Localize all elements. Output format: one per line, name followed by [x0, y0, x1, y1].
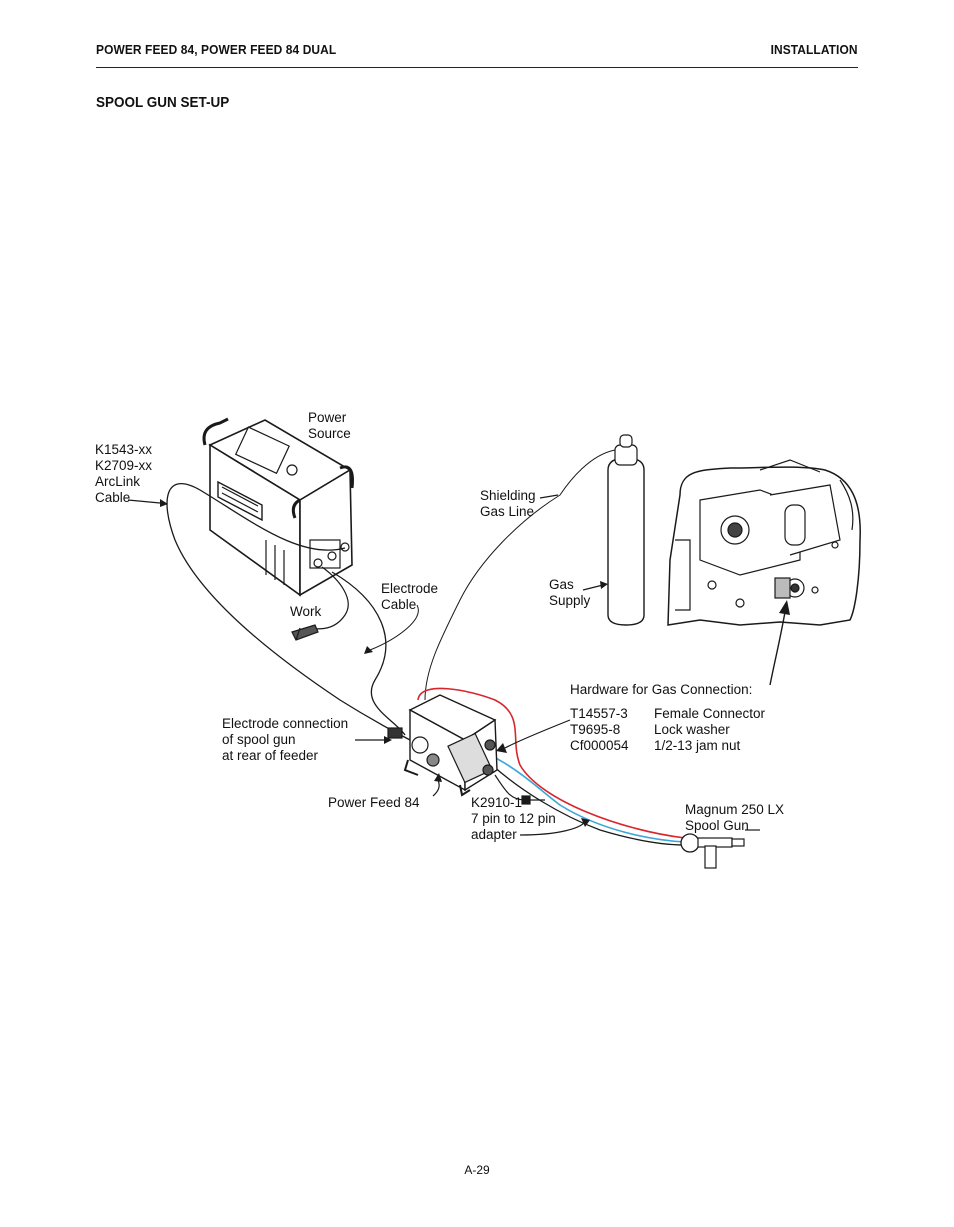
blue-cable — [489, 754, 686, 843]
label-spool-gun: Magnum 250 LX Spool Gun — [685, 802, 785, 833]
hardware-part-numbers: T14557-3 T9695-8 Cf000054 — [570, 706, 629, 753]
label-work: Work — [290, 604, 322, 619]
label-adapter: K2910-1 7 pin to 12 pin adapter — [471, 795, 556, 842]
hardware-part-descriptions: Female Connector Lock washer 1/2-13 jam … — [654, 706, 766, 753]
label-electrode-connection: Electrode connection of spool gun at rea… — [222, 716, 349, 763]
section-title: SPOOL GUN SET-UP — [96, 94, 230, 111]
shielding-gas-line — [424, 449, 616, 701]
page-number: A-29 — [464, 1163, 490, 1177]
work-cable — [307, 566, 349, 630]
electrode-cable — [331, 571, 406, 736]
label-electrode-cable: Electrode Cable — [381, 581, 439, 612]
gun-cable — [491, 764, 686, 846]
label-hardware-title: Hardware for Gas Connection: — [570, 682, 753, 697]
gas-connection-detail — [667, 459, 861, 626]
header-rule — [96, 67, 858, 68]
work-clamp — [291, 624, 319, 641]
label-gas-supply: Gas Supply — [549, 577, 591, 608]
arclink-cable — [166, 483, 411, 741]
label-power-feed: Power Feed 84 — [328, 795, 420, 810]
header-section: INSTALLATION — [770, 42, 858, 57]
gas-cylinder — [607, 434, 645, 626]
power-source-illustration — [202, 417, 354, 597]
spool-gun-illustration — [680, 833, 745, 869]
header-title: POWER FEED 84, POWER FEED 84 DUAL — [96, 42, 337, 57]
label-power-source: Power Source — [308, 410, 351, 441]
power-feed-illustration — [387, 694, 498, 797]
label-arclink-cable: K1543-xx K2709-xx ArcLink Cable — [95, 442, 153, 505]
label-shielding-gas-line: Shielding Gas Line — [480, 488, 536, 519]
